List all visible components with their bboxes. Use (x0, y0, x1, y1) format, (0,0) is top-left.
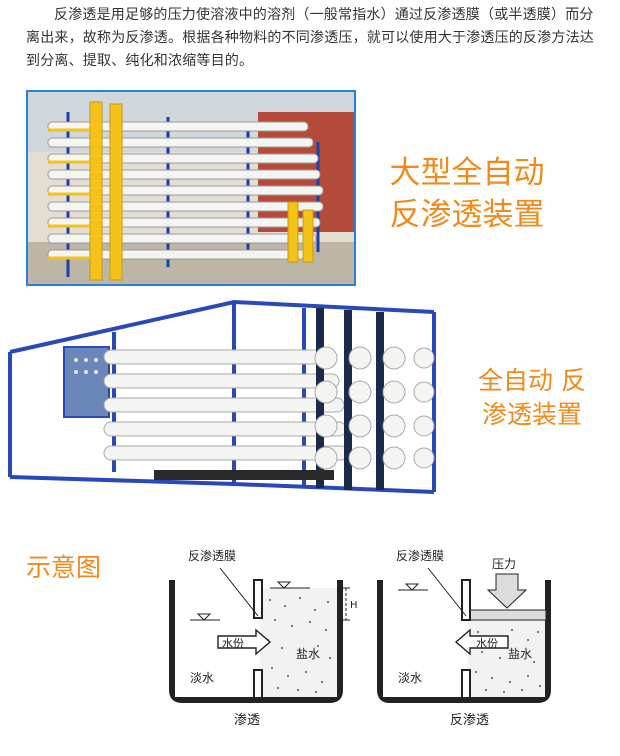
auto-ro-plant-photo (4, 292, 456, 502)
large-ro-plant-photo (26, 90, 356, 286)
reverse-osmosis-diagram: 反渗透膜 压力 水份 淡水 盐水 反渗透 (368, 540, 568, 752)
osmosis-membrane-label: 反渗透膜 (188, 548, 236, 563)
ro-salt-label: 盐水 (508, 647, 532, 661)
osmosis-diagram: 反渗透膜 水份 淡水 盐水 H 渗透 (160, 540, 360, 752)
large-ro-caption-text: 大型全自动 反渗透装置 (389, 155, 545, 233)
ro-fresh-label: 淡水 (398, 671, 422, 685)
ro-caption: 反渗透 (450, 713, 489, 728)
large-ro-caption: 大型全自动 反渗透装置 (372, 152, 562, 236)
osmosis-salt-label: 盐水 (296, 647, 320, 661)
intro-paragraph: 反渗透是用足够的压力使溶液中的溶剂（一般常指水）通过反渗透膜（或半透膜）而分离出… (26, 7, 594, 69)
schematic-title: 示意图 (26, 553, 102, 582)
osmosis-caption: 渗透 (234, 713, 260, 728)
auto-ro-caption-text: 全自动 反渗透装置 (478, 366, 586, 429)
osmosis-fresh-label: 淡水 (190, 671, 214, 685)
auto-ro-caption: 全自动 反渗透装置 (452, 364, 612, 432)
osmosis-flow-label: 水份 (222, 637, 244, 650)
ro-flow-label: 水份 (476, 637, 498, 650)
ro-pressure-label: 压力 (492, 557, 516, 571)
osmosis-height-label: H (350, 600, 358, 611)
ro-membrane-label: 反渗透膜 (396, 548, 444, 563)
